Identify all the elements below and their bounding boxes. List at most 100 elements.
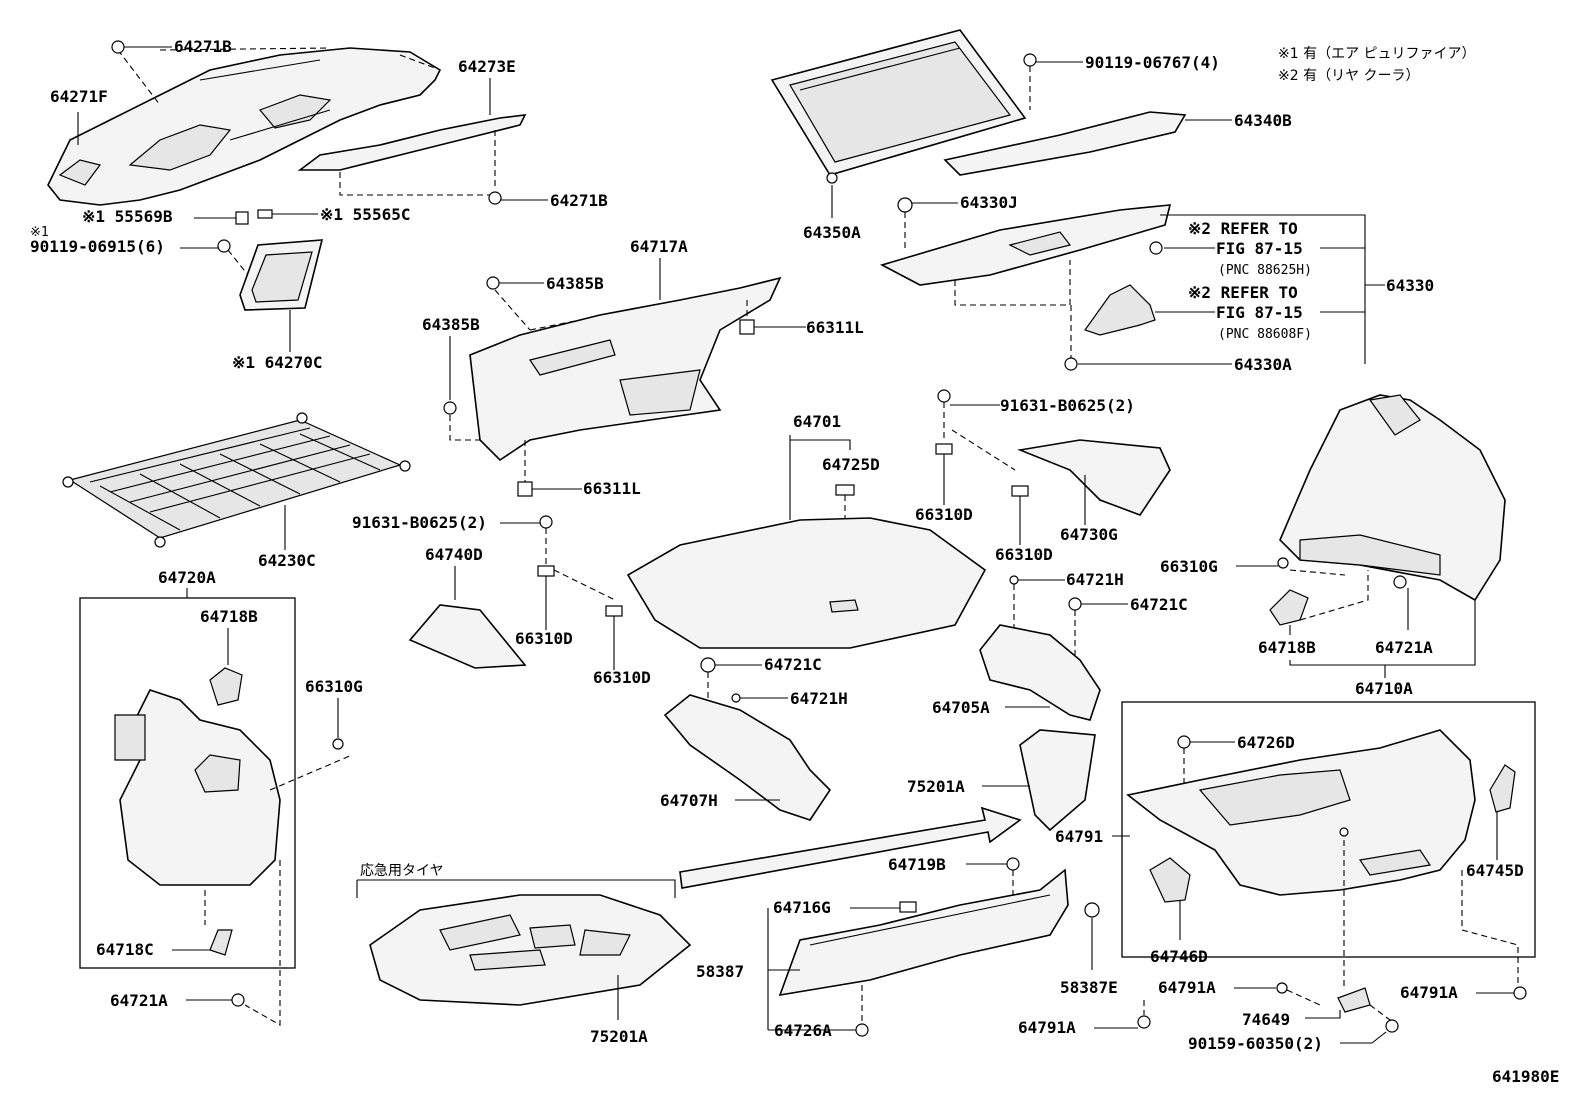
part-64718C [209,929,233,956]
label-64726D: 64726D [1237,733,1295,752]
label-55565C: ※1 55565C [320,205,410,224]
group-box-64791 [1121,701,1536,958]
part-64717A-trim [469,276,782,462]
part-64350A-frame [770,29,1027,176]
label-64745D: 64745D [1466,861,1524,880]
refer1-line-b: FIG 87-15 [1216,239,1303,258]
label-64721C-b: 64721C [764,655,822,674]
part-74649 [1337,987,1371,1013]
label-55569B: ※1 55569B [82,207,173,226]
label-64710A: 64710A [1355,679,1413,698]
label-64701: 64701 [793,412,841,431]
refer1-line-c: (PNC 88625H) [1218,263,1312,278]
part-64718B-cover-a [209,667,243,706]
label-90119-06767: 90119-06767(4) [1085,53,1220,72]
refer2-line-c: (PNC 88608F) [1218,327,1312,342]
label-64725D: 64725D [822,455,880,474]
label-64385B-b: 64385B [422,315,480,334]
part-rear-cooler-duct [1084,284,1156,336]
label-64721H-b: 64721H [790,689,848,708]
refer2-line-a: ※2 REFER TO [1188,283,1298,302]
part-75201A-lower-tray [369,894,692,1006]
part-64710A-side-panel [1279,394,1506,602]
group-box-64720A [79,597,296,969]
label-66310G-b: 66310G [1160,557,1218,576]
label-74649: 74649 [1242,1010,1290,1029]
part-64340B [943,111,1187,176]
part-64705A-bracket [979,624,1101,721]
label-64330A: 64330A [1234,355,1292,374]
label-66311L-b: 66311L [583,479,641,498]
part-64230C-net [62,412,411,548]
label-64707H: 64707H [660,791,718,810]
label-75201A-b: 75201A [590,1027,648,1046]
label-66310D-a: 66310D [515,629,573,648]
label-64717A: 64717A [630,237,688,256]
label-64718C: 64718C [96,940,154,959]
figure-id: 641980E [1492,1067,1559,1086]
label-64740D: 64740D [425,545,483,564]
part-64718B-cover-b [1269,589,1309,626]
part-64791-back-trim [1126,729,1476,896]
label-66310D-d: 66310D [995,545,1053,564]
label-66310D-c: 66310D [915,505,973,524]
part-75201A-upper [1019,729,1096,832]
label-64721C-a: 64721C [1130,595,1188,614]
label-64718B-b: 64718B [1258,638,1316,657]
label-58387E: 58387E [1060,978,1118,997]
label-91631-B0625-b: 91631-B0625(2) [1000,396,1135,415]
label-64385B-a: 64385B [546,274,604,293]
label-64721A-a: 64721A [110,991,168,1010]
label-64719B: 64719B [888,855,946,874]
label-64730G: 64730G [1060,525,1118,544]
note-rear-cooler: ※2 有（リヤ クーラ） [1278,68,1420,84]
part-64273E-mat [297,114,527,171]
note-star1: ※1 [30,225,49,240]
direction-arrow [679,806,1022,889]
part-64701-deck-board [626,517,987,649]
label-64230C: 64230C [258,551,316,570]
label-90119-06915: 90119-06915(6) [30,237,165,256]
label-75201A-a: 75201A [907,777,965,796]
label-58387: 58387 [696,962,744,981]
refer1-line-a: ※2 REFER TO [1188,219,1298,238]
label-64270C: ※1 64270C [232,353,322,372]
label-64721A-b: 64721A [1375,638,1433,657]
label-64720A: 64720A [158,568,216,587]
label-64791: 64791 [1055,827,1103,846]
part-64720A-side-panel [114,689,281,886]
label-64721H-a: 64721H [1066,570,1124,589]
label-64716G: 64716G [773,898,831,917]
label-66310G-a: 66310G [305,677,363,696]
part-64745D [1489,764,1516,813]
label-90159-60350: 90159-60350(2) [1188,1034,1323,1053]
part-64271F-panel [47,47,442,206]
label-64705A: 64705A [932,698,990,717]
label-64746D: 64746D [1150,947,1208,966]
label-66310D-b: 66310D [593,668,651,687]
part-64330-tonneau-panel [879,204,1172,286]
label-64271B-top: 64271B [174,37,232,56]
label-64271F: 64271F [50,87,108,106]
part-64746D [1149,857,1191,903]
label-64718B-a: 64718B [200,607,258,626]
part-64270C-filter [239,239,324,311]
label-64330J: 64330J [960,193,1018,212]
note-air-purifier: ※1 有（エア ピュリファイア） [1278,46,1476,62]
part-58387-scuff-plate [778,868,1069,997]
part-64740D [408,604,527,669]
label-64271B-bot: 64271B [550,191,608,210]
label-64273E: 64273E [458,57,516,76]
label-64726A: 64726A [774,1021,832,1040]
refer2-line-b: FIG 87-15 [1216,303,1303,322]
note-spare-tire: 応急用タイヤ [360,863,444,879]
label-64330: 64330 [1386,276,1434,295]
label-91631-B0625-a: 91631-B0625(2) [352,513,487,532]
part-64730G [1017,439,1171,516]
part-64707H-bracket [663,694,832,821]
label-66311L-a: 66311L [806,318,864,337]
label-64791A-c: 64791A [1400,983,1458,1002]
label-64350A: 64350A [803,223,861,242]
